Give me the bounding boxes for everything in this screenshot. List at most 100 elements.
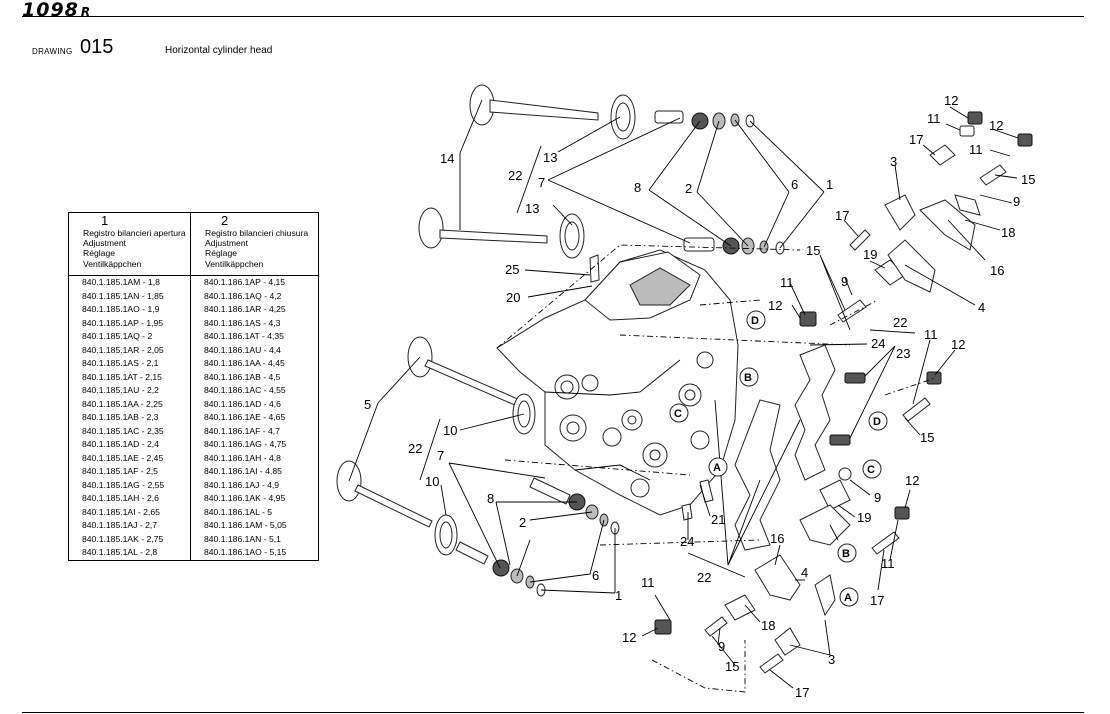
callout-21: 21 [711, 512, 725, 527]
callout-15-top: 15 [1021, 172, 1035, 187]
callout-17-lower-right: 17 [870, 593, 884, 608]
svg-text:A: A [713, 462, 721, 474]
callout-17-mid: 17 [835, 208, 849, 223]
callout-12-bottom: 12 [622, 630, 636, 645]
callout-19-lower: 19 [857, 510, 871, 525]
closing-shim-cell: 840.1.186.1AF - 4,7 [204, 425, 280, 436]
callout-11-bottom: 11 [641, 575, 655, 590]
footer-rule [22, 712, 1084, 713]
opening-shim-cell: 840.1.185.1AI - 2,65 [82, 506, 160, 517]
callout-8-left: 8 [487, 491, 494, 506]
group-brackets [419, 145, 916, 578]
col1-number: 1 [101, 213, 109, 228]
callout-17-top: 17 [909, 132, 923, 147]
opening-shim-cell: 840.1.185.1AA - 2,25 [82, 398, 163, 409]
callout-11-mid: 11 [780, 275, 794, 290]
opening-shim-cell: 840.1.185.1AT - 2,15 [82, 371, 162, 382]
callout-7-upper: 7 [538, 175, 545, 190]
opening-shim-cell: 840.1.185.1AN - 1,85 [82, 290, 164, 301]
callout-11-lower-right: 11 [881, 556, 895, 571]
callout-22-right: 22 [893, 315, 907, 330]
opening-shim-cell: 840.1.185.1AC - 2,35 [82, 425, 164, 436]
callout-13-lower: 13 [525, 201, 539, 216]
callout-18-bottom: 18 [761, 618, 775, 633]
closing-shim-cell: 840.1.186.1AK - 4,95 [204, 493, 286, 503]
closing-shim-cell: 840.1.186.1AE - 4,65 [204, 412, 286, 422]
callout-15-right: 15 [920, 430, 934, 445]
callout-22-upper: 22 [508, 168, 522, 183]
opening-shim-cell: 840.1.185.1AR - 2,05 [82, 344, 164, 355]
opening-shim-cell: 840.1.185.1AE - 2,45 [82, 452, 164, 463]
camshaft-caps [734, 344, 836, 551]
opening-shim-cell: 840.1.185.1AU - 2,2 [82, 385, 159, 395]
callout-3-bottom: 3 [828, 652, 835, 667]
callout-12-top-right: 12 [989, 118, 1003, 133]
svg-text:D: D [873, 416, 881, 428]
valve-spring-set-lower [683, 237, 785, 255]
callout-16-top: 16 [990, 263, 1004, 278]
opening-shim-cell: 840.1.185.1AJ - 2,7 [82, 520, 158, 530]
callout-6-upper: 6 [791, 177, 798, 192]
callout-24-right: 24 [871, 336, 885, 351]
table-row: 840.1.185.1AE - 2,45 840.1.186.1AH - 4,8 [69, 453, 318, 467]
callout-9-top: 9 [1013, 194, 1020, 209]
drawing-number: 015 [80, 36, 114, 58]
opening-shim-cell: 840.1.185.1AF - 2,5 [82, 466, 158, 476]
opening-shim-cell: 840.1.185.1AP - 1,95 [82, 317, 164, 328]
callout-19-top: 19 [863, 247, 877, 262]
callout-18-top: 18 [1001, 225, 1015, 240]
callout-25: 25 [505, 262, 519, 277]
table-row: 840.1.185.1AN - 1,85 840.1.186.1AQ - 4,2 [69, 291, 318, 305]
callout-10-upper: 10 [443, 423, 457, 438]
table-divider [190, 213, 191, 560]
callout-20: 20 [506, 290, 520, 305]
closing-shim-cell: 840.1.186.1AJ - 4,9 [204, 479, 280, 490]
callout-16-lower: 16 [770, 531, 784, 546]
callout-13-upper: 13 [543, 150, 557, 165]
ref-b-right: B [837, 543, 857, 563]
callout-12-top-left: 12 [944, 93, 958, 108]
callout-12-mid: 12 [768, 298, 782, 313]
header-rule [22, 16, 1084, 17]
valve-spring-set-upper [654, 110, 755, 130]
table-row: 840.1.185.1AR - 2,05 840.1.186.1AU - 4,4 [69, 345, 318, 359]
callout-1-left: 1 [615, 588, 622, 603]
ref-b-upper: B [739, 367, 759, 387]
callout-8-upper: 8 [634, 180, 641, 195]
closing-shim-cell: 840.1.186.1AN - 5,1 [204, 533, 281, 544]
valve-guide-13-upper [610, 94, 636, 140]
callout-2-upper: 2 [685, 181, 692, 196]
opening-shim-cell: 840.1.185.1AL - 2,8 [82, 547, 158, 557]
svg-text:C: C [674, 408, 682, 420]
callout-17-bottom: 17 [795, 685, 809, 700]
opening-shim-cell: 840.1.185.1AO - 1,9 [82, 304, 160, 314]
closing-shim-cell: 840.1.186.1AP - 4,15 [204, 277, 286, 287]
ref-d-upper: D [746, 310, 766, 330]
valve-spring-set-left-lower [455, 541, 546, 597]
svg-text:B: B [842, 548, 850, 560]
callout-15-mid: 15 [806, 243, 820, 258]
assembly-lines [496, 244, 936, 693]
closing-shim-cell: 840.1.186.1AH - 4,8 [204, 452, 281, 463]
svg-text:B: B [744, 372, 752, 384]
callout-22-left: 22 [408, 441, 422, 456]
svg-text:A: A [844, 592, 852, 604]
callout-11-right: 11 [924, 327, 938, 342]
callout-10-lower: 10 [425, 474, 439, 489]
closing-shim-cell: 840.1.186.1AQ - 4,2 [204, 290, 282, 301]
callout-2-left: 2 [519, 515, 526, 530]
closing-shim-cell: 840.1.186.1AU - 4,4 [204, 344, 281, 355]
svg-text:D: D [751, 315, 759, 327]
closing-shim-cell: 840.1.186.1AO - 5,15 [204, 547, 287, 557]
